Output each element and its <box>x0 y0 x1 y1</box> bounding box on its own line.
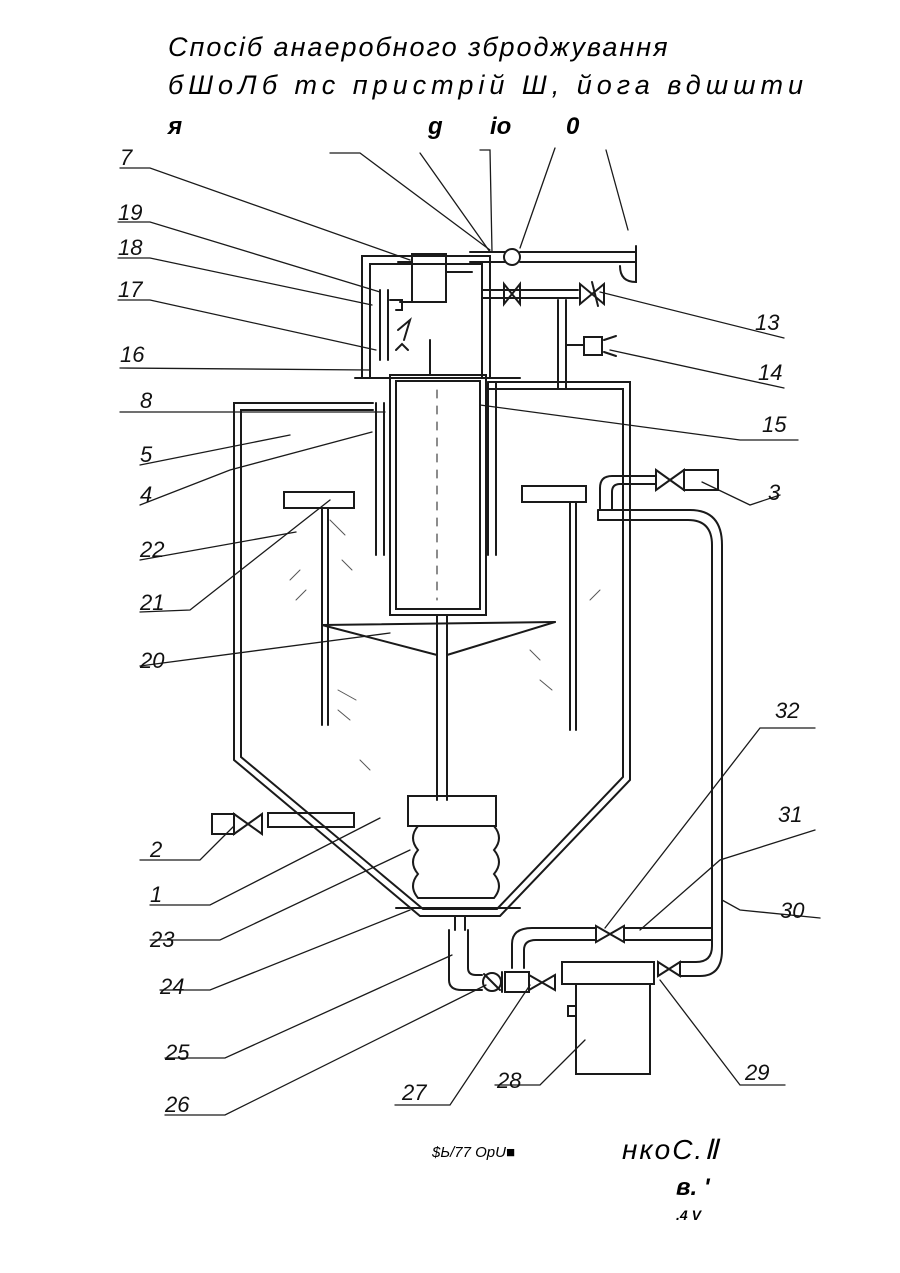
sludge-hatching <box>290 520 600 770</box>
valve-3 <box>656 470 684 490</box>
sensor-17 <box>380 290 410 360</box>
footer-mark-1: в. ' <box>676 1174 710 1202</box>
callout-19: 19 <box>118 200 142 225</box>
gas-pipe-13 <box>482 282 604 306</box>
gas-dome <box>376 375 496 615</box>
valve-29 <box>658 962 680 976</box>
callout-labels: 7 19 18 17 16 8 5 4 22 21 20 2 1 23 24 2… <box>118 145 805 1117</box>
callout-21: 21 <box>139 590 164 615</box>
inlet-pipe-3 <box>600 476 656 510</box>
callout-26: 26 <box>164 1092 190 1117</box>
top-hood <box>355 256 566 389</box>
callout-29: 29 <box>744 1060 769 1085</box>
callout-18: 18 <box>118 235 143 260</box>
footer-mark-2: .4 V <box>676 1207 701 1223</box>
callout-14: 14 <box>758 360 782 385</box>
callout-22: 22 <box>139 537 164 562</box>
callout-27: 27 <box>401 1080 427 1105</box>
callout-13: 13 <box>755 310 780 335</box>
valve-14 <box>566 336 616 356</box>
callout-2: 2 <box>149 837 162 862</box>
callout-16: 16 <box>120 342 145 367</box>
callout-7: 7 <box>120 145 133 170</box>
valve-27 <box>529 975 555 990</box>
callout-3: 3 <box>768 480 781 505</box>
callout-23: 23 <box>149 927 175 952</box>
bottom-outlet-pipe <box>449 930 482 990</box>
callout-4: 4 <box>140 482 152 507</box>
recirculation-pipe-30 <box>598 510 722 976</box>
callout-25: 25 <box>164 1040 190 1065</box>
callout-24: 24 <box>159 974 184 999</box>
callout-17: 17 <box>118 277 143 302</box>
footer-code: $Ь/77 OpU■ <box>432 1144 515 1161</box>
callout-20: 20 <box>139 648 165 673</box>
mixer <box>284 486 586 800</box>
callout-32: 32 <box>775 698 799 723</box>
callout-5: 5 <box>140 442 153 467</box>
callout-30: 30 <box>780 898 805 923</box>
gas-pipe-top <box>470 246 636 282</box>
callout-8: 8 <box>140 388 153 413</box>
callout-15: 15 <box>762 412 787 437</box>
bellows-23 <box>396 796 520 908</box>
callout-31: 31 <box>778 802 802 827</box>
footer-signature: нкоС.Ⅱ <box>622 1133 720 1166</box>
check-valve-26 <box>483 972 529 992</box>
valve-31 <box>596 926 624 942</box>
inlet-2 <box>212 813 354 834</box>
pump-28 <box>562 962 654 1074</box>
callout-28: 28 <box>496 1068 522 1093</box>
control-block-19 <box>398 254 472 302</box>
callout-1: 1 <box>150 882 162 907</box>
